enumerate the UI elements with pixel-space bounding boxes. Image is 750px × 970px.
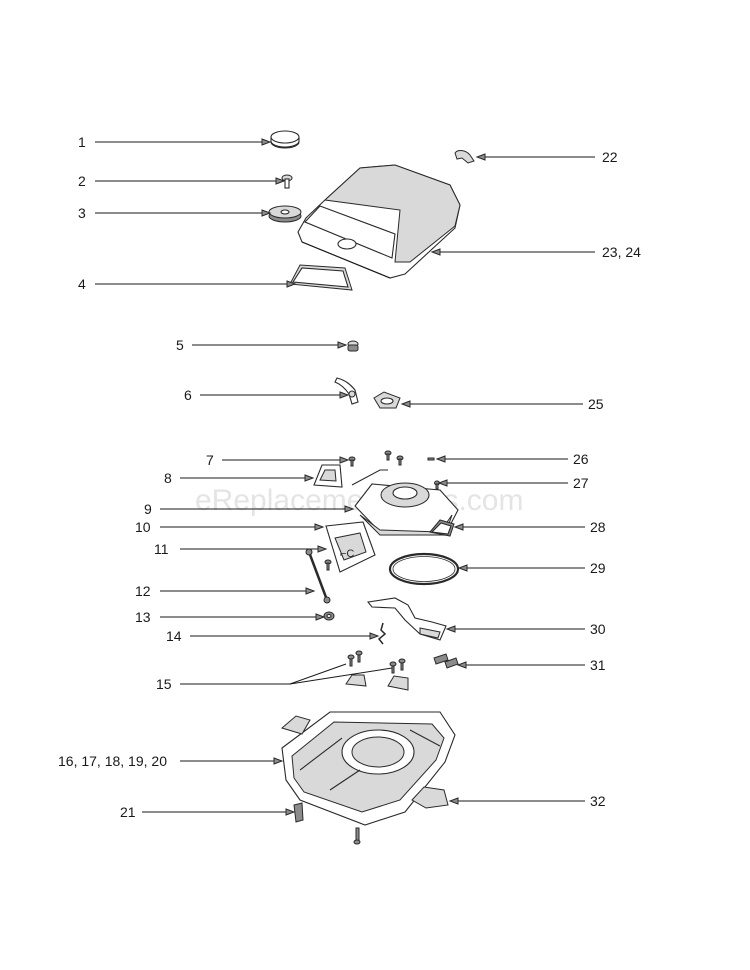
callout-11[interactable]: 11 <box>154 541 169 557</box>
part-bottom-screw[interactable] <box>353 827 361 845</box>
part-6-clip[interactable] <box>334 377 359 405</box>
part-3-wheel[interactable] <box>268 205 302 223</box>
part-32-pad[interactable] <box>411 786 449 809</box>
callout-6[interactable]: 6 <box>184 387 192 403</box>
part-9-motor-assembly[interactable] <box>351 469 459 536</box>
callout-15[interactable]: 15 <box>156 676 172 692</box>
part-28-connector[interactable] <box>429 519 455 537</box>
callout-14[interactable]: 14 <box>166 628 182 644</box>
part-26-screws[interactable] <box>384 450 435 466</box>
callout-27[interactable]: 27 <box>573 475 589 491</box>
callout-labels: 1 2 3 4 5 6 7 8 9 10 11 12 13 14 15 16, … <box>58 134 641 820</box>
callout-3[interactable]: 3 <box>78 205 86 221</box>
svg-text:⌐C: ⌐C <box>340 548 354 560</box>
callout-28[interactable]: 28 <box>590 519 606 535</box>
callout-23-24[interactable]: 23, 24 <box>602 244 641 260</box>
part-2-screw[interactable] <box>281 174 293 189</box>
callout-13[interactable]: 13 <box>135 609 151 625</box>
leader-lines <box>95 138 595 816</box>
part-14-spring[interactable] <box>377 622 387 645</box>
part-8-switch-housing[interactable] <box>313 464 343 488</box>
part-23-24-hood[interactable] <box>297 164 461 279</box>
callout-12[interactable]: 12 <box>135 583 151 599</box>
part-16-20-base-plate[interactable] <box>281 711 456 826</box>
callout-21[interactable]: 21 <box>120 804 136 820</box>
part-21-latch[interactable] <box>293 802 304 823</box>
callout-30[interactable]: 30 <box>590 621 606 637</box>
callout-26[interactable]: 26 <box>573 451 589 467</box>
part-base-side-piece[interactable] <box>280 715 311 735</box>
part-5-nut[interactable] <box>347 340 359 352</box>
callout-2[interactable]: 2 <box>78 173 86 189</box>
part-29-belt[interactable] <box>388 552 460 586</box>
callout-4[interactable]: 4 <box>78 276 86 292</box>
callout-25[interactable]: 25 <box>588 396 604 412</box>
part-31-pins[interactable] <box>433 653 459 669</box>
part-4-lens-strip[interactable] <box>289 264 353 291</box>
callout-1[interactable]: 1 <box>78 134 86 150</box>
part-10-bracket-plate[interactable]: ⌐C <box>325 521 376 573</box>
part-30-lever[interactable] <box>366 597 447 641</box>
callout-7[interactable]: 7 <box>206 452 214 468</box>
part-11-screw[interactable] <box>324 559 332 571</box>
callout-29[interactable]: 29 <box>590 560 606 576</box>
part-15-feet[interactable] <box>345 650 409 691</box>
part-12-rod[interactable] <box>305 548 331 604</box>
callout-31[interactable]: 31 <box>590 657 606 673</box>
callout-22[interactable]: 22 <box>602 149 618 165</box>
callout-8[interactable]: 8 <box>164 470 172 486</box>
part-25-grommet[interactable] <box>373 391 401 409</box>
part-22-clip[interactable] <box>454 150 475 164</box>
callout-9[interactable]: 9 <box>144 501 152 517</box>
callout-16-20[interactable]: 16, 17, 18, 19, 20 <box>58 753 167 769</box>
part-7-screw[interactable] <box>348 456 356 467</box>
part-13-washer[interactable] <box>323 611 335 621</box>
callout-10[interactable]: 10 <box>135 519 151 535</box>
callout-32[interactable]: 32 <box>590 793 606 809</box>
callout-5[interactable]: 5 <box>176 337 184 353</box>
part-1-cap[interactable] <box>270 130 300 149</box>
